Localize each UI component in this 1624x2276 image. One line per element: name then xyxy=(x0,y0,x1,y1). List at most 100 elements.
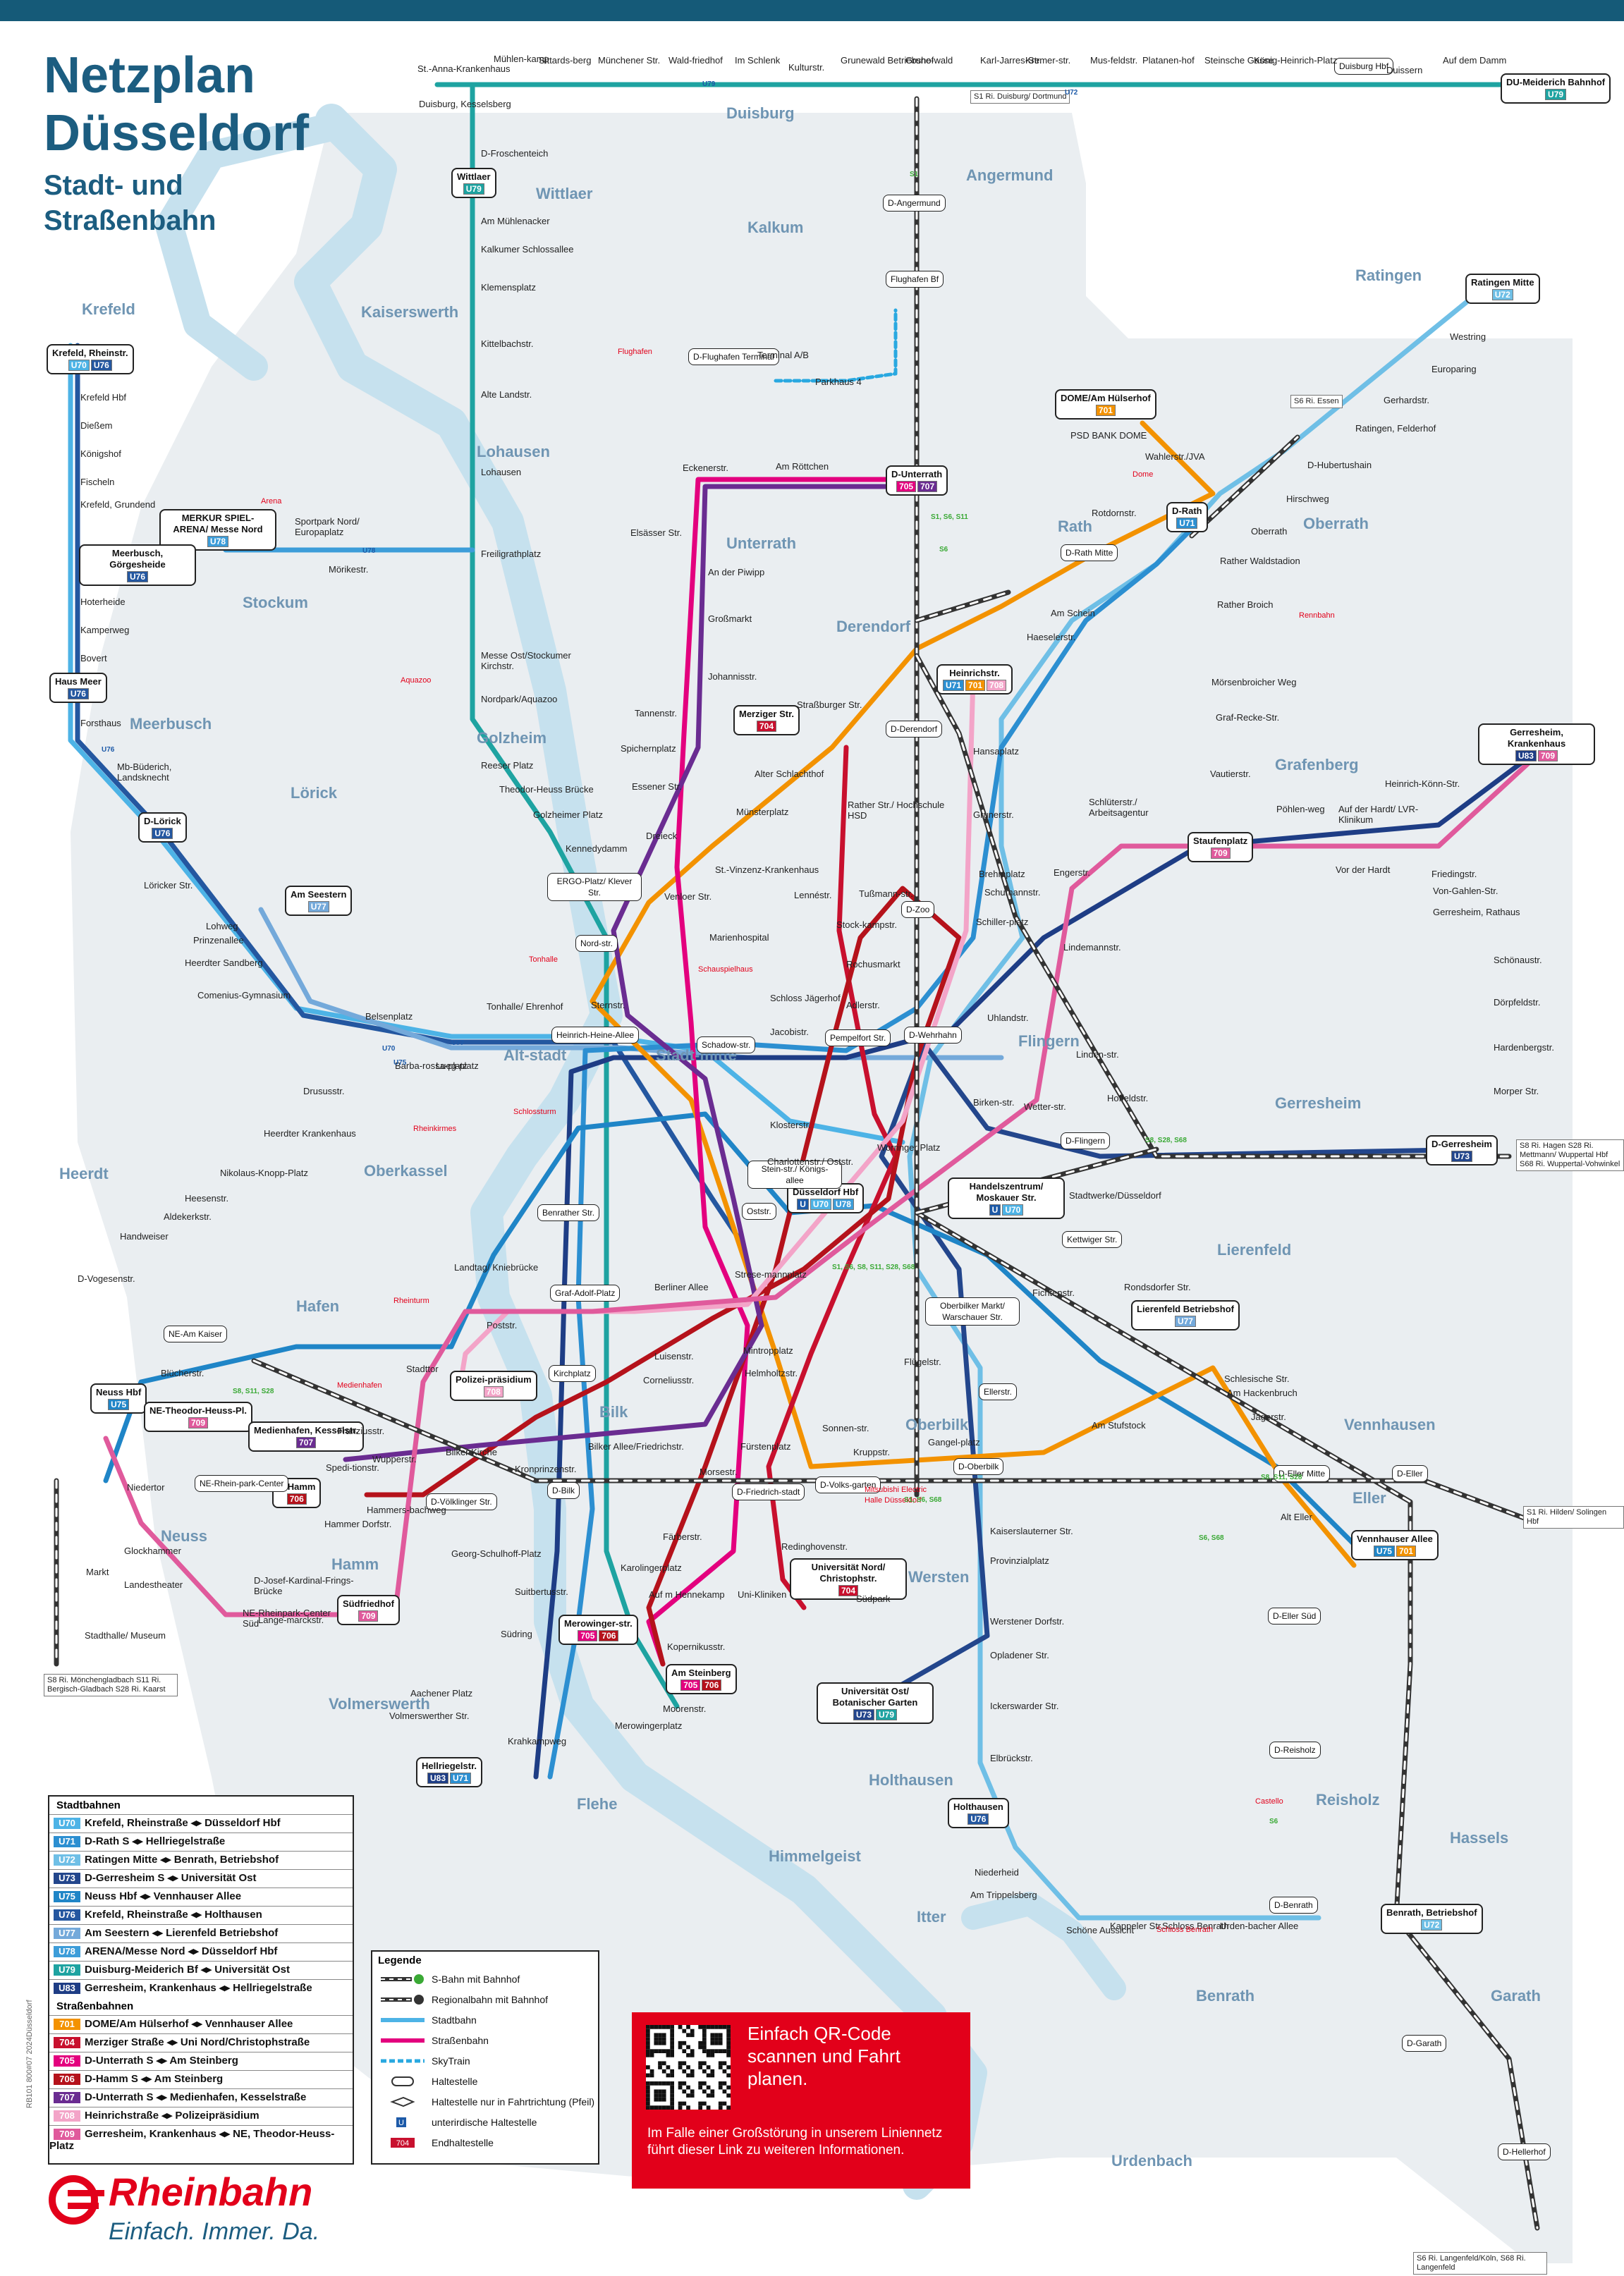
station-box[interactable]: D-Friedrich-stadt xyxy=(732,1483,805,1500)
stop-label: Schlesische Str. xyxy=(1224,1373,1290,1384)
station-box[interactable]: D-Hellerhof xyxy=(1498,2143,1551,2160)
stop-label: Am Mühlenacker xyxy=(481,216,550,226)
stop-label: Schloss Jägerhof xyxy=(770,993,841,1003)
station-box[interactable]: D-Eller Mitte xyxy=(1274,1465,1331,1482)
terminal-stop[interactable]: Universität Nord/ Christophstr.704 xyxy=(790,1558,907,1600)
track-tag: U78 xyxy=(362,547,376,555)
station-box[interactable]: D-Angermund xyxy=(883,195,946,212)
terminal-stop[interactable]: Merziger Str.704 xyxy=(733,705,800,735)
station-box[interactable]: D-Oberbilk xyxy=(953,1458,1004,1475)
station-box[interactable]: D-Reisholz xyxy=(1269,1742,1321,1758)
stop-label: Karl-Jarres-Str. xyxy=(980,55,1042,66)
poi-label: Tonhalle xyxy=(529,955,558,964)
station-box[interactable]: Nord-str. xyxy=(575,935,618,952)
stop-label: Kopernikusstr. xyxy=(667,1641,726,1652)
station-box[interactable]: D-Völklinger Str. xyxy=(426,1493,497,1510)
terminal-stop-name: NE-Theodor-Heuss-Pl. xyxy=(149,1405,247,1416)
station-box[interactable]: NE-Rhein-park-Center xyxy=(195,1475,289,1492)
rail-track-dash-1 xyxy=(915,654,1510,1158)
legend-line-text: Heinrichstraße ◂▸ Polizeipräsidium xyxy=(85,2110,260,2122)
station-box[interactable]: Heinrich-Heine-Allee xyxy=(551,1027,640,1044)
stop-label: Johannisstr. xyxy=(708,671,757,682)
line-badge: U xyxy=(797,1199,809,1210)
poi-label: Rheinkirmes xyxy=(413,1125,457,1133)
station-box[interactable]: Kettwiger Str. xyxy=(1062,1231,1123,1248)
subtitle-line-2: Straßenbahn xyxy=(44,205,216,236)
stop-label: Am Trippelsberg xyxy=(970,1890,1037,1900)
station-box[interactable]: D-Derendorf xyxy=(886,721,943,738)
stop-label: Hoterheide xyxy=(80,596,126,607)
station-box[interactable]: Oststr. xyxy=(742,1203,776,1220)
terminal-stop[interactable]: Medienhafen, Kesselstr.707 xyxy=(248,1421,365,1452)
stop-label: Graf-Recke-Str. xyxy=(1216,712,1280,723)
terminal-stop[interactable]: NE-Theodor-Heuss-Pl.709 xyxy=(144,1402,252,1432)
station-box[interactable]: D-Garath xyxy=(1402,2035,1447,2052)
station-box[interactable]: Kirchplatz xyxy=(549,1365,596,1382)
station-box[interactable]: D-Eller Süd xyxy=(1268,1608,1321,1625)
station-box[interactable]: Duisburg Hbf xyxy=(1334,58,1394,75)
station-box[interactable]: ERGO-Platz/ Klever Str. xyxy=(547,873,642,901)
rhine-river-loop xyxy=(155,113,346,381)
station-box[interactable]: Flughafen Bf xyxy=(886,271,944,288)
station-box[interactable]: Pempelfort Str. xyxy=(825,1029,891,1046)
station-box[interactable]: Schadow-str. xyxy=(697,1036,756,1053)
station-box[interactable]: D-Bilk xyxy=(547,1482,580,1499)
district-label: Holthausen xyxy=(869,1771,953,1789)
station-box[interactable]: D-Eller xyxy=(1392,1465,1428,1482)
line-badge: 701 xyxy=(965,680,986,691)
terminal-badges: U76 xyxy=(144,827,181,839)
station-box[interactable]: D-Flingern xyxy=(1061,1132,1111,1149)
legend-symbol-row: Regionalbahn mit Bahnhof xyxy=(372,1990,598,2010)
station-box[interactable]: D-Wehrhahn xyxy=(904,1027,962,1044)
stop-label: Handweiser xyxy=(120,1231,169,1242)
station-box[interactable]: NE-Am Kaiser xyxy=(164,1326,228,1342)
qr-code[interactable] xyxy=(646,2025,731,2110)
stop-label: Lennéstr. xyxy=(794,890,832,900)
stop-label: Kruppstr. xyxy=(853,1447,891,1457)
station-box[interactable]: D-Flughafen Terminal xyxy=(688,348,779,365)
station-box[interactable]: Graf-Adolf-Platz xyxy=(550,1285,621,1302)
district-label: Himmelgeist xyxy=(769,1847,861,1865)
terminal-badges: U78 xyxy=(165,535,271,547)
stop-label: Alte Landstr. xyxy=(481,389,532,400)
station-box[interactable]: D-Rath Mitte xyxy=(1061,544,1118,561)
station-box[interactable]: D-Volks-garten xyxy=(815,1476,881,1493)
station-box[interactable]: Oberbilker Markt/ Warschauer Str. xyxy=(925,1297,1020,1326)
station-box[interactable]: Ellerstr. xyxy=(979,1383,1018,1400)
station-box[interactable]: Benrather Str. xyxy=(537,1204,600,1221)
station-box[interactable]: D-Benrath xyxy=(1269,1897,1318,1914)
qr-promo[interactable]: Einfach QR-Code scannen und Fahrt planen… xyxy=(632,2012,970,2189)
station-box[interactable]: D-Zoo xyxy=(901,901,935,918)
station-box[interactable]: Stein-str./ Königs-allee xyxy=(747,1161,842,1189)
u71-rath xyxy=(547,519,1202,1780)
